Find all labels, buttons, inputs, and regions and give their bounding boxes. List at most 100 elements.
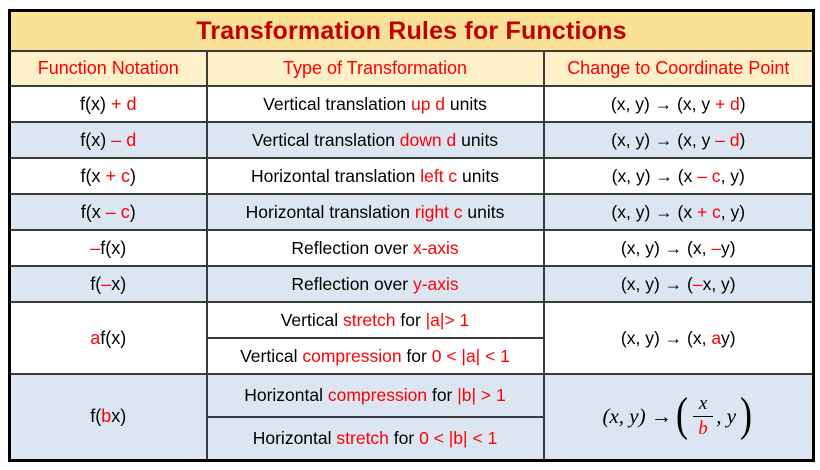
coordinate-cell: (x, y) → (x, y – d) (542, 121, 815, 159)
coordinate-cell: (x, y) → (x, ay) (542, 301, 815, 375)
column-header-change-to-coordinate-point: Change to Coordinate Point (542, 50, 815, 87)
transformation-rules-table: Transformation Rules for Functions Funct… (8, 9, 816, 462)
transformation-cell: Vertical stretch for |a|> 1 (205, 301, 545, 339)
text-segment: down d (399, 129, 457, 150)
math-suffix: , y (716, 404, 737, 429)
text-segment: units (457, 165, 500, 186)
text-segment: x) (111, 406, 127, 427)
text-segment: |b| > 1 (457, 385, 506, 405)
coordinate-cell: (x, y) → (x, –y) (542, 229, 815, 267)
text-segment: (x, y) → (x (611, 165, 698, 186)
transformation-cell: Reflection over x-axis (205, 229, 545, 267)
text-segment: x, y) (702, 273, 736, 294)
column-header-type-of-transformation: Type of Transformation (205, 50, 545, 87)
text-segment: Horizontal translation (250, 165, 421, 186)
notation-cell: f(x) + d (8, 85, 208, 123)
text-segment: f( (90, 273, 102, 294)
text-segment: + d (110, 93, 137, 114)
text-segment: units (462, 201, 505, 222)
text-segment: a (711, 327, 722, 348)
text-segment: y) (721, 237, 736, 258)
text-segment: 0 < |a| < 1 (431, 345, 510, 366)
text-segment: + d (714, 93, 740, 114)
text-segment: Reflection over (291, 273, 413, 294)
notation-cell: f(–x) (8, 265, 208, 303)
notation-cell: –f(x) (8, 229, 208, 267)
text-segment: , y) (720, 201, 746, 222)
text-segment: |a|> 1 (425, 309, 470, 330)
notation-cell: f(x) – d (8, 121, 208, 159)
table-row: –f(x)Reflection over x-axis(x, y) → (x, … (8, 229, 815, 267)
title-row: Transformation Rules for Functions (8, 9, 815, 52)
text-segment: Horizontal (244, 385, 328, 405)
table-title: Transformation Rules for Functions (8, 9, 815, 52)
notation-cell: f(bx) (8, 373, 208, 461)
text-segment: f(x) (79, 93, 111, 114)
transformation-cell: Horizontal compression for |b| > 1 (205, 373, 545, 418)
text-segment: Horizontal translation (245, 201, 415, 222)
text-segment: ) (739, 129, 746, 150)
table-row: af(x)Vertical stretch for |a|> 1(x, y) →… (8, 301, 815, 375)
text-segment: (x, y) → (x, y (610, 93, 715, 114)
open-paren: ( (675, 388, 688, 442)
text-segment: stretch (342, 309, 396, 330)
transformation-cell: Vertical translation down d units (205, 121, 545, 159)
text-segment: ) (130, 165, 136, 186)
text-segment: right c (414, 201, 463, 222)
notation-cell: f(x + c) (8, 157, 208, 195)
text-segment: f(x) (100, 327, 127, 348)
text-segment: f(x (80, 201, 106, 222)
transformation-cell: Horizontal stretch for 0 < |b| < 1 (205, 416, 545, 461)
text-segment: f(x) (100, 237, 127, 258)
text-segment: compression (302, 345, 402, 366)
transformation-cell: Vertical translation up d units (205, 85, 545, 123)
notation-cell: f(x – c) (8, 193, 208, 231)
text-segment: units (456, 129, 499, 150)
text-segment: – c (697, 165, 721, 186)
text-segment: – (101, 273, 112, 294)
text-segment: + c (105, 165, 130, 186)
text-segment: + c (696, 201, 721, 222)
text-segment: for (395, 309, 426, 330)
table-row: f(bx)Horizontal compression for |b| > 1(… (8, 373, 815, 461)
transformation-cell: Reflection over y-axis (205, 265, 545, 303)
transformation-cell: Horizontal translation left c units (205, 157, 545, 195)
coordinate-cell: (x, y) → (x + c, y) (542, 193, 815, 231)
text-segment: for (401, 345, 432, 366)
text-segment: (x, y) → (x, y (611, 129, 716, 150)
math-prefix: (x, y) → (602, 404, 672, 429)
text-segment: ) (129, 201, 136, 222)
transformation-cell: Horizontal translation right c units (205, 193, 545, 231)
text-segment: Reflection over (291, 237, 413, 258)
text-segment: y-axis (412, 273, 459, 294)
close-paren: ) (740, 388, 753, 442)
text-segment: f(x) (80, 129, 112, 150)
table-row: Vertical compression for 0 < |a| < 1 (10, 337, 814, 375)
text-segment: – (90, 237, 101, 258)
text-segment: x-axis (412, 237, 459, 258)
text-segment: b (101, 406, 112, 427)
text-segment: Vertical (280, 309, 343, 330)
text-segment: (x, y) → ( (620, 273, 693, 294)
text-segment: – d (111, 129, 137, 150)
text-segment: units (445, 93, 487, 114)
text-segment: up d (410, 93, 446, 114)
table-row: f(x – c)Horizontal translation right c u… (8, 193, 815, 231)
text-segment: y) (721, 327, 736, 348)
text-segment: Vertical (240, 345, 303, 366)
text-segment: , y) (720, 165, 745, 186)
text-segment: Vertical translation (263, 93, 411, 114)
text-segment: for (427, 385, 458, 405)
notation-cell: af(x) (8, 301, 208, 375)
rules-table-container: Transformation Rules for Functions Funct… (8, 9, 816, 462)
transformation-cell: Vertical compression for 0 < |a| < 1 (205, 337, 545, 375)
text-segment: (x, y) → (x, (620, 327, 712, 348)
text-segment: Vertical translation (251, 129, 400, 150)
coordinate-cell: (x, y) → (–x, y) (542, 265, 815, 303)
text-segment: compression (327, 385, 428, 405)
